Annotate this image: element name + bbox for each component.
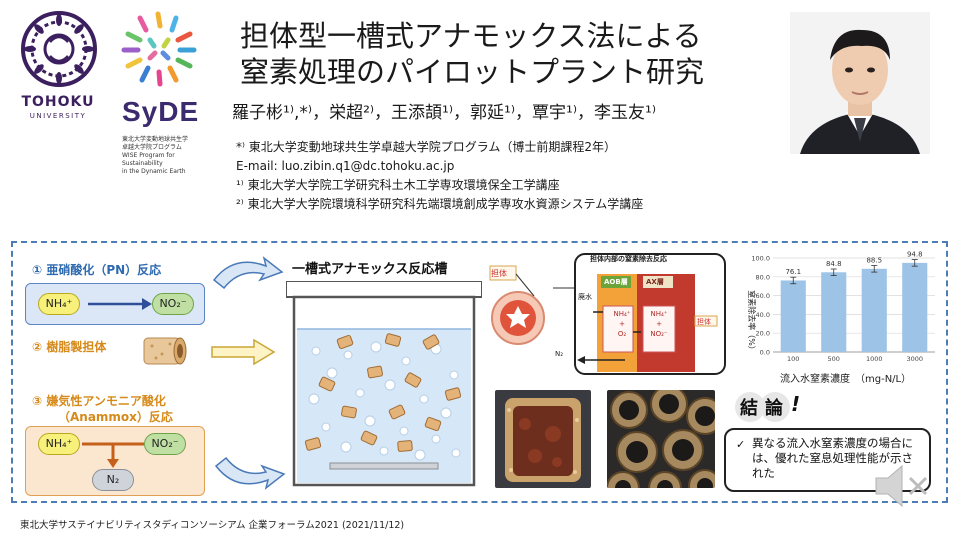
check-icon: ✓ — [736, 438, 746, 451]
conclusion-badge — [735, 392, 790, 422]
reactor-diagram — [286, 281, 482, 487]
tohoku-university-text: UNIVERSITY — [29, 112, 87, 120]
chart-data-label: 76.1 — [785, 268, 801, 276]
chart-y-tick-label: 0.0 — [760, 349, 770, 357]
title-line-2: 窒素処理のパイロットプラント研究 — [240, 55, 705, 89]
speaker-icon[interactable] — [872, 462, 934, 510]
step1-input-ammonium: NH₄⁺ — [38, 293, 80, 315]
conclusion-char-1: 結 — [740, 398, 758, 419]
syde-sub-line: 東北大学変動地球共生学 — [122, 136, 189, 143]
chart-y-tick-label: 100.0 — [751, 255, 770, 263]
syde-sub-line: 卓越大学院プログラム — [122, 144, 182, 151]
step3-label-line2: （Anammox）反応 — [58, 410, 173, 424]
chart-data-label: 84.8 — [826, 260, 842, 268]
n2-label: N₂ — [555, 350, 564, 358]
reactor-title: 一槽式アナモックス反応槽 — [292, 262, 448, 277]
step1-output-nitrite: NO₂⁻ — [152, 293, 194, 315]
affiliation-note: *⁾ 東北大学変動地球共生学卓越大学院プログラム（博士前期課程2年） — [236, 140, 617, 154]
chart-x-tick-label: 1000 — [866, 355, 883, 363]
chart-labels: 0.0 20.0 40.0 60.0 80.0 100.0 76.1 100 84.8 500 88… — [751, 251, 923, 363]
chart-data-label: 88.5 — [866, 257, 882, 265]
aob-layer-label: AOB層 — [604, 278, 628, 286]
email-text: E-mail: luo.zibin.q1@dc.tohoku.ac.jp — [236, 159, 455, 173]
anammox-merge-arrow-icon — [82, 442, 144, 468]
presenter-photo — [790, 12, 930, 154]
chart-bar — [821, 272, 847, 352]
conclusion-text: 異なる流入水窒素濃度の場合には、優れた窒息処理性能が示された — [752, 436, 913, 480]
syde-logo: SyDE 東北大学変動地球共生学 卓越大学院プログラム WISE Program… — [118, 10, 208, 180]
resin-carrier-icon — [143, 337, 187, 365]
arrow-right-icon — [88, 298, 152, 310]
carrier-cross-section-icon — [489, 265, 545, 345]
chart-bar — [861, 268, 887, 352]
affiliation-1: ¹⁾ 東北大学大学院工学研究科土木工学専攻環境保全工学講座 — [236, 178, 560, 192]
poster-title: 担体型一槽式アナモックス法による 窒素処理のパイロットプラント研究 — [240, 18, 760, 90]
affiliations: *⁾ 東北大学変動地球共生学卓越大学院プログラム（博士前期課程2年） E-mai… — [236, 138, 643, 214]
syde-emblem-icon — [121, 11, 197, 87]
wastewater-label: 廃水 — [578, 293, 592, 301]
chart-x-tick-label: 100 — [787, 355, 799, 363]
tohoku-wordmark: TOHOKU — [21, 94, 95, 110]
chart-y-tick-label: 80.0 — [756, 273, 770, 281]
step3-label-line1: ③ 嫌気性アンモニア酸化 — [32, 394, 166, 408]
footer-text: 東北大学サステイナビリティスタディコンソーシアム 企業フォーラム2021 (20… — [20, 520, 405, 531]
presenter-portrait-image — [790, 12, 930, 154]
species-text: O₂ — [617, 330, 627, 338]
carrier-photo-single — [495, 390, 591, 488]
chart-x-axis-label: 流入水窒素濃度 （mg-N/L） — [780, 374, 912, 385]
conclusion-char-2: 論 — [765, 398, 783, 419]
arrow-right-icon — [211, 338, 276, 366]
step1-label: ① 亜硝酸化（PN）反応 — [32, 263, 162, 277]
step3-output-nitrogen: N₂ — [92, 469, 134, 491]
conclusion-heading: 結 論 ! — [735, 390, 805, 424]
chart-x-tick-label: 3000 — [906, 355, 923, 363]
mechanism-title: 担体内部の窒素除去反応 — [590, 255, 667, 263]
species-text: + — [656, 320, 662, 328]
tohoku-university-logo: TOHOKU UNIVERSITY — [12, 10, 104, 135]
curved-arrow-icon — [212, 256, 284, 290]
step3-input-nitrite: NO₂⁻ — [144, 433, 186, 455]
nitrogen-removal-mechanism-diagram — [553, 253, 726, 375]
aob-species: NH₄⁺ + O₂ — [611, 309, 633, 339]
author-list: 羅子彬¹⁾,*⁾，栄超²⁾，王添頡¹⁾，郭延¹⁾，覃宇¹⁾，李玉友¹⁾ — [232, 103, 657, 123]
tohoku-emblem-icon — [21, 11, 97, 87]
chart-y-axis-label: 窒素除去率（%） — [747, 290, 757, 354]
species-text: NH₄⁺ — [613, 310, 631, 318]
exclamation-icon: ! — [791, 392, 801, 416]
carrier-tag-left: 担体 — [491, 269, 507, 278]
syde-subtitle: 東北大学変動地球共生学 卓越大学院プログラム WISE Program for … — [122, 136, 208, 176]
chart-y-tick-label: 40.0 — [756, 311, 770, 319]
step1-reaction-box: NH₄⁺ NO₂⁻ — [25, 283, 205, 325]
species-text: NH₄⁺ — [650, 310, 668, 318]
species-text: + — [619, 320, 625, 328]
curved-arrow-icon — [214, 456, 286, 490]
chart-bar — [902, 262, 928, 352]
chart-x-tick-label: 500 — [828, 355, 840, 363]
title-line-1: 担体型一槽式アナモックス法による — [240, 19, 702, 53]
species-text: NO₂⁻ — [650, 330, 668, 338]
affiliation-2: ²⁾ 東北大学大学院環境科学研究科先端環境創成学専攻水資源システム学講座 — [236, 197, 644, 211]
conclusion-box: ✓ 異なる流入水窒素濃度の場合には、優れた窒息処理性能が示された — [724, 428, 931, 492]
step2-label: ② 樹脂製担体 — [32, 340, 107, 354]
carrier-tag-right: 担体 — [697, 318, 711, 326]
syde-sub-line: WISE Program for Sustainability — [122, 152, 175, 167]
carrier-photo-multiple — [607, 390, 715, 488]
chart-y-tick-label: 60.0 — [756, 292, 770, 300]
syde-sub-line: in the Dynamic Earth — [122, 168, 186, 175]
chart-data-label: 94.8 — [907, 251, 923, 259]
step3-input-ammonium: NH₄⁺ — [38, 433, 80, 455]
nitrogen-removal-bar-chart: 0.0 20.0 40.0 60.0 80.0 100.0 76.1 100 84.8 500 88… — [747, 251, 935, 363]
ax-layer-label: AX層 — [646, 278, 664, 286]
chart-bar — [780, 280, 806, 352]
ax-species: NH₄⁺ + NO₂⁻ — [645, 309, 673, 339]
chart-y-tick-label: 20.0 — [756, 330, 770, 338]
syde-wordmark: SyDE — [122, 96, 200, 127]
step3-reaction-box: NH₄⁺ NO₂⁻ N₂ — [25, 426, 205, 496]
chart-bars — [780, 259, 928, 352]
